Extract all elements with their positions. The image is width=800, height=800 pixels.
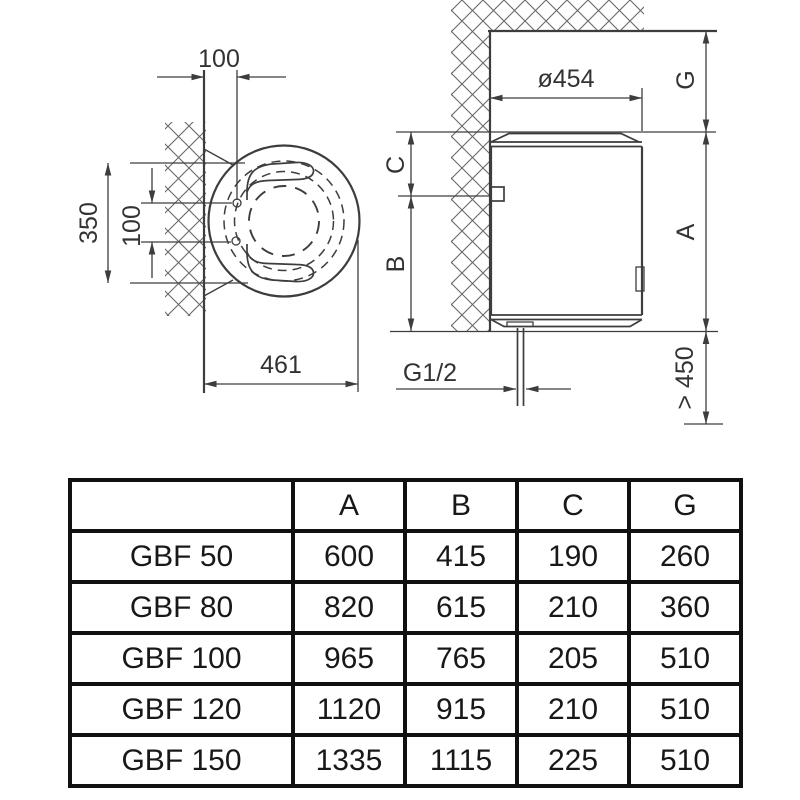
technical-drawing: 100 350 100 461	[75, 0, 723, 425]
mounting-hole	[231, 236, 241, 246]
mounting-hole	[232, 198, 242, 208]
dim-pipe-connection: G1/2	[396, 359, 571, 393]
dim-b-label: B	[382, 256, 410, 273]
value-cell: 210	[515, 682, 631, 737]
table-corner-cell	[68, 478, 295, 533]
table-row: GBF 150 1335 1115 225 510	[68, 733, 743, 788]
value-cell: 600	[291, 529, 407, 584]
value-cell: 190	[515, 529, 631, 584]
dim-a-label: A	[672, 223, 700, 240]
dim-pipe-connection-label: G1/2	[403, 359, 457, 387]
value-cell: 1335	[291, 733, 407, 788]
dim-c-label: C	[382, 156, 410, 174]
wall-hatch-side-view	[451, 0, 644, 331]
value-cell: 260	[627, 529, 743, 584]
table-row: GBF 50 600 415 190 260	[68, 529, 743, 584]
value-cell: 510	[627, 682, 743, 737]
value-cell: 1115	[403, 733, 519, 788]
wall-hatch-top-view	[165, 122, 206, 316]
model-cell: GBF 80	[68, 580, 295, 635]
value-cell: 615	[403, 580, 519, 635]
value-cell: 820	[291, 580, 407, 635]
value-cell: 915	[403, 682, 519, 737]
dim-mount-height: 350	[75, 163, 112, 283]
dim-g-label: G	[672, 70, 700, 89]
dim-a: A	[672, 132, 710, 331]
dim-clearance: > 450	[671, 331, 723, 425]
col-header-c: C	[515, 478, 631, 533]
table-row: GBF 80 820 615 210 360	[68, 580, 743, 635]
value-cell: 360	[627, 580, 743, 635]
dim-depth: 461	[204, 240, 359, 392]
heater-body-side	[489, 132, 645, 406]
dim-b: B	[382, 196, 415, 331]
dim-clearance-label: > 450	[671, 346, 699, 409]
top-view-drawing: 100 350 100 461	[75, 45, 361, 393]
value-cell: 510	[627, 733, 743, 788]
model-cell: GBF 120	[68, 682, 295, 737]
value-cell: 965	[291, 631, 407, 686]
dim-depth-label: 461	[260, 351, 302, 379]
value-cell: 765	[403, 631, 519, 686]
dim-diameter: ø454	[490, 65, 643, 131]
mounting-bracket	[203, 148, 315, 297]
dim-hole-spacing: 100	[118, 168, 156, 278]
table-header-row: A B C G	[68, 478, 743, 533]
model-cell: GBF 50	[68, 529, 295, 584]
water-pipe	[516, 328, 525, 406]
side-pocket-detail	[635, 266, 645, 292]
model-cell: GBF 150	[68, 733, 295, 788]
value-cell: 415	[403, 529, 519, 584]
col-header-b: B	[403, 478, 519, 533]
dimensions-table: A B C G GBF 50 600 415 190 260 GBF 80 82…	[68, 478, 743, 788]
table-row: GBF 100 965 765 205 510	[68, 631, 743, 686]
value-cell: 225	[515, 733, 631, 788]
dim-g: G	[672, 31, 710, 132]
col-header-g: G	[627, 478, 743, 533]
model-cell: GBF 100	[68, 631, 295, 686]
dim-hole-spacing-label: 100	[118, 205, 146, 247]
inner-tank-circle	[248, 185, 320, 257]
dim-mount-height-label: 350	[75, 202, 103, 244]
value-cell: 205	[515, 631, 631, 686]
dim-top-offset: 100	[157, 45, 286, 81]
dim-top-offset-label: 100	[198, 45, 240, 73]
dim-c: C	[382, 132, 415, 196]
side-view-drawing: ø454 G A C B > 450	[382, 0, 723, 425]
dim-diameter-label: ø454	[538, 65, 595, 93]
value-cell: 1120	[291, 682, 407, 737]
col-header-a: A	[291, 478, 407, 533]
heater-outline-circle	[207, 144, 361, 298]
value-cell: 510	[627, 631, 743, 686]
table-row: GBF 120 1120 915 210 510	[68, 682, 743, 737]
value-cell: 210	[515, 580, 631, 635]
